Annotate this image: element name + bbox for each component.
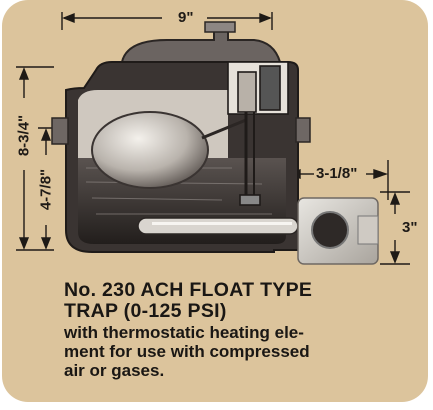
inlet-height-label: 4-7/8" bbox=[37, 168, 55, 211]
description-line-3: air or gases. bbox=[64, 361, 165, 380]
description-line-2: ment for use with compressed bbox=[64, 342, 310, 361]
overall-width-label: 9" bbox=[178, 9, 194, 26]
overall-height-label: 8-3/4" bbox=[15, 114, 33, 157]
product-title: No. 230 ACH FLOAT TYPE TRAP (0-125 PSI) bbox=[64, 280, 424, 322]
side-offset-label: 3-1/8" bbox=[316, 165, 358, 182]
title-line-2: TRAP (0-125 PSI) bbox=[64, 300, 227, 322]
heating-element bbox=[137, 217, 299, 235]
heater-box-label: 3" bbox=[402, 219, 418, 236]
title-line-1: No. 230 ACH FLOAT TYPE bbox=[64, 279, 313, 301]
description-line-1: with thermostatic heating ele- bbox=[64, 323, 304, 342]
heater-junction-box bbox=[297, 197, 379, 265]
dimension-lines bbox=[16, 12, 410, 265]
valve-mechanism bbox=[227, 61, 289, 206]
trap-cutaway-drawing bbox=[16, 12, 410, 265]
product-card: 9" 8-3/4" 4-7/8" 3-1/8" 3" No. 230 ACH F… bbox=[2, 0, 428, 402]
float-ball bbox=[91, 111, 209, 189]
product-description: with thermostatic heating ele- ment for … bbox=[64, 323, 422, 380]
float-lever bbox=[201, 118, 247, 140]
